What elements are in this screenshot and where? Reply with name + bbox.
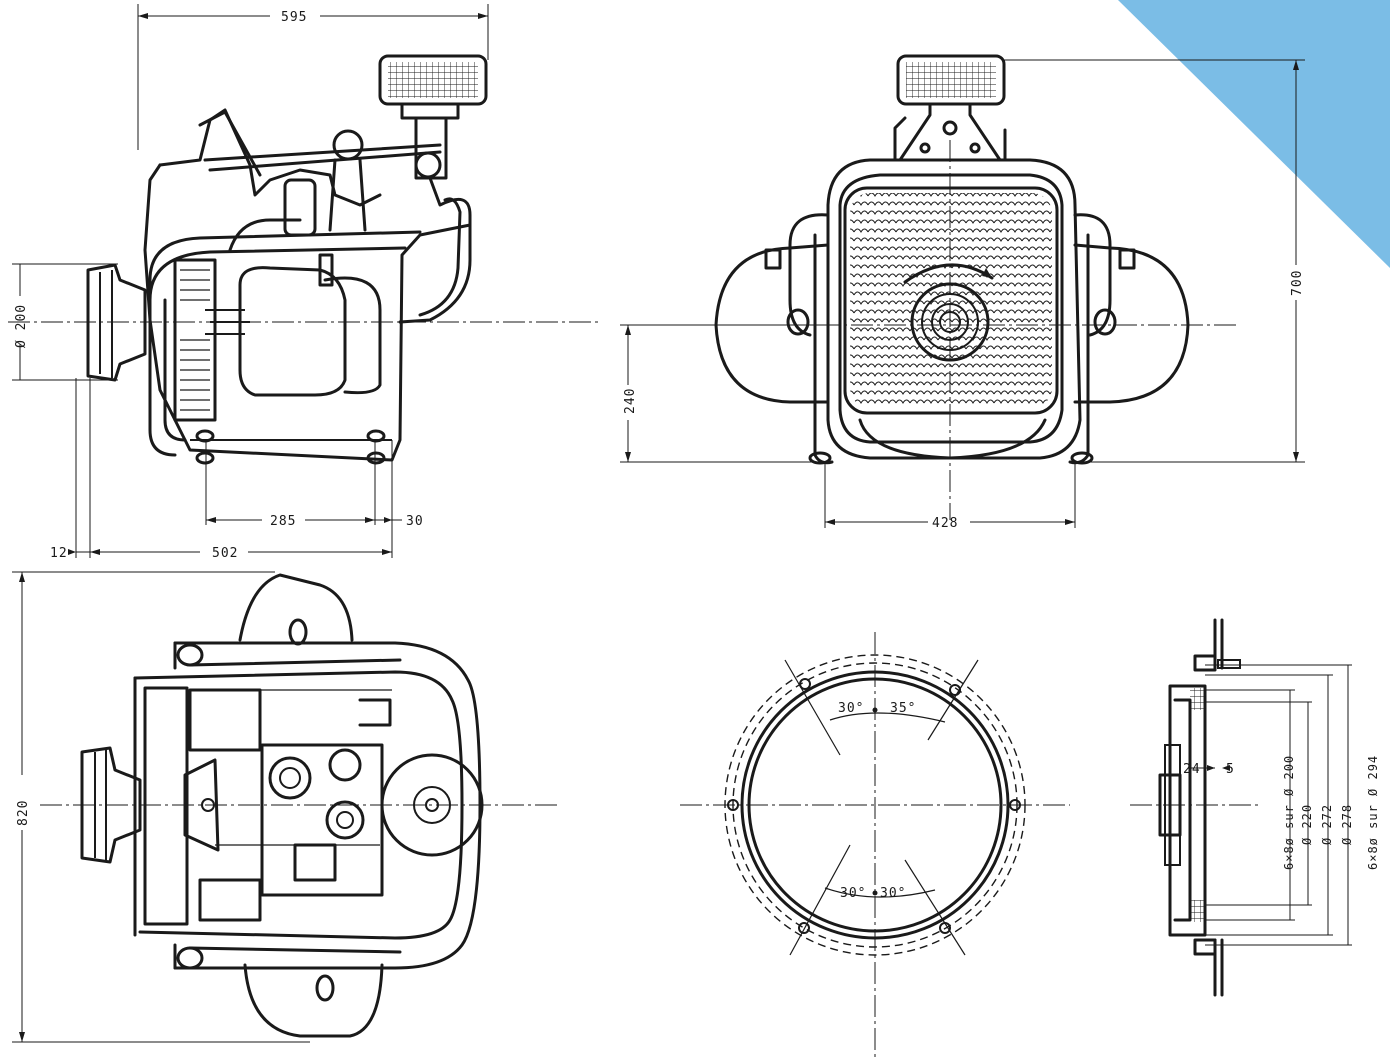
angle-30-bottom-left: 30° xyxy=(840,886,866,901)
dim-700-label: 700 xyxy=(1290,270,1305,296)
dim-30-label: 30 xyxy=(406,514,424,529)
flange-view: 30° 35° 30° 30° xyxy=(680,632,1070,1058)
angle-30-bottom-right: 30° xyxy=(880,886,906,901)
dim-240-label: 240 xyxy=(623,388,638,414)
corner-triangle xyxy=(1118,0,1390,268)
angle-30-top-left: 30° xyxy=(838,701,864,716)
section-dim-5: 5 xyxy=(1226,762,1235,777)
angle-35-top-right: 35° xyxy=(890,701,916,716)
dim-d200-label: Ø 200 xyxy=(14,304,29,348)
dim-428-label: 428 xyxy=(932,516,958,531)
section-dim-d220: Ø 220 xyxy=(1300,804,1314,845)
dim-820-label: 820 xyxy=(16,800,31,826)
section-dim-d278: Ø 278 xyxy=(1340,804,1354,845)
dim-12-label: 12 xyxy=(50,546,68,561)
dim-595-label: 595 xyxy=(281,10,307,25)
dim-285-label: 285 xyxy=(270,514,296,529)
dim-502-label: 502 xyxy=(212,546,238,561)
section-dim-d294: 6×8ø sur Ø 294 xyxy=(1366,755,1380,870)
section-dim-24: 24 xyxy=(1183,762,1201,777)
section-dim-d200: 6×8ø sur Ø 200 xyxy=(1282,755,1296,870)
side-elevation-view: 595 Ø 200 xyxy=(8,4,598,561)
section-view: 24 5 6×8ø sur Ø 200 Ø 220 Ø 272 Ø 278 6×… xyxy=(1130,618,1380,997)
front-elevation-view: 240 700 428 xyxy=(620,54,1305,531)
plan-view: 820 xyxy=(12,571,560,1043)
section-dim-d272: Ø 272 xyxy=(1320,804,1334,845)
